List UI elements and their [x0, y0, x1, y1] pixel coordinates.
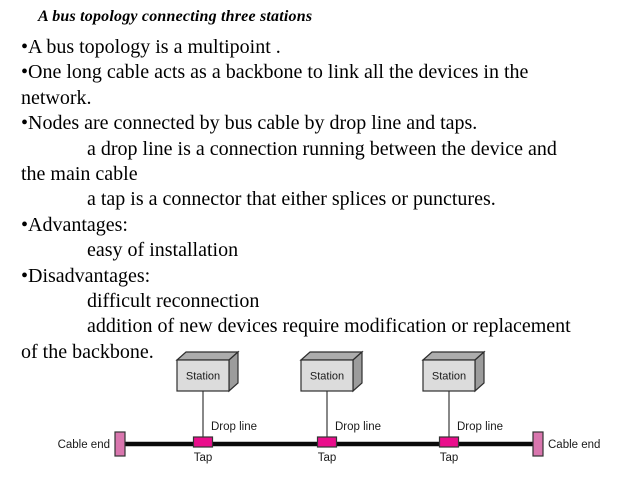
station-box-front — [300, 359, 354, 392]
station-group-2: Station Drop line Tap — [299, 350, 381, 464]
station-box-top — [421, 351, 486, 361]
tap-label: Tap — [194, 452, 213, 464]
bullet-line: •A bus topology is a multipoint . — [21, 36, 281, 58]
drop-line-label: Drop line — [211, 421, 257, 433]
cable-end-left-label: Cable end — [58, 439, 110, 451]
station-group-3: Station Drop line Tap — [421, 350, 503, 464]
station-box-top — [175, 351, 240, 361]
body-text: •A bus topology is a multipoint . •One l… — [21, 35, 627, 365]
station-box-front — [422, 359, 476, 392]
bullet-line: •Disadvantages: — [21, 264, 151, 287]
station-label: Station — [310, 371, 344, 383]
sub-line: difficult reconnection — [87, 290, 260, 313]
bullet-line: •One long cable acts as a backbone to li… — [21, 61, 529, 84]
drop-line-label: Drop line — [335, 421, 381, 433]
sub-line: easy of installation — [87, 239, 239, 262]
slide-title: A bus topology connecting three stations — [38, 8, 313, 25]
bus-topology-diagram: Cable end Cable end Station Drop line Ta… — [58, 350, 600, 464]
station-group-1: Station Drop line Tap — [175, 350, 257, 464]
cable-end-right — [532, 431, 544, 457]
continuation-line: network. — [21, 86, 92, 109]
station-box-front — [176, 359, 230, 392]
bullet-line: •Nodes are connected by bus cable by dro… — [21, 112, 478, 135]
sub-line: a drop line is a connection running betw… — [87, 137, 557, 160]
station-label: Station — [432, 371, 466, 383]
drop-line-label: Drop line — [457, 421, 503, 433]
station-label: Station — [186, 371, 220, 383]
sub-line: addition of new devices require modifica… — [87, 315, 571, 338]
tap-label: Tap — [440, 452, 459, 464]
tap — [438, 436, 460, 448]
sub-line: a tap is a connector that either splices… — [87, 188, 496, 211]
tap — [316, 436, 338, 448]
cable-end-left — [114, 431, 126, 457]
bullet-line: •Advantages: — [21, 213, 128, 236]
station-box-top — [299, 351, 364, 361]
tap-label: Tap — [318, 452, 337, 464]
tap — [192, 436, 214, 448]
continuation-line: of the backbone. — [21, 340, 154, 363]
cable-end-right-label: Cable end — [548, 439, 600, 451]
continuation-line: the main cable — [21, 163, 138, 186]
